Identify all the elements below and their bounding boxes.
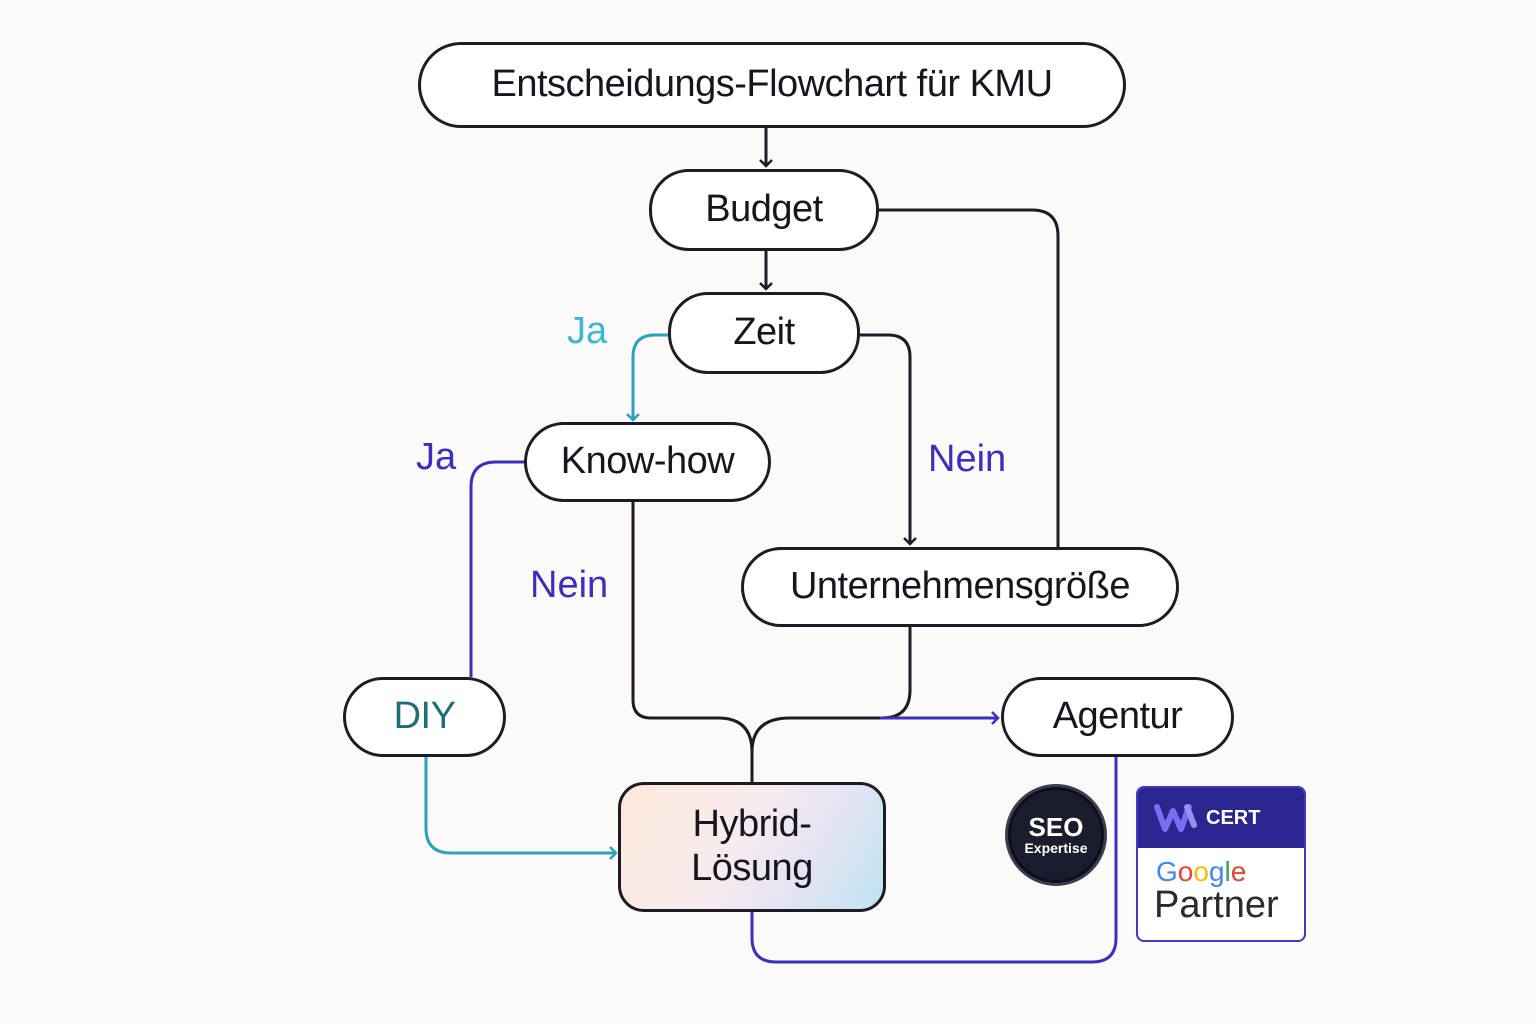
- edge-knowhow-hybrid: [631, 502, 754, 782]
- page-title: Entscheidungs-Flowchart für KMU: [418, 42, 1126, 128]
- edge-groesse-hybrid: [750, 627, 912, 753]
- google-partner-badge: CERT Google Partner: [1136, 786, 1306, 942]
- edge-zeit-groesse: [860, 333, 917, 546]
- label-zeit-ja: Ja: [567, 310, 608, 352]
- seo-badge-title: SEO: [1028, 811, 1084, 842]
- edge-knowhow-diy: [469, 460, 524, 677]
- cert-logo-icon: [1154, 804, 1197, 832]
- hybrid-line-2: Lösung: [691, 847, 813, 889]
- label-knowhow-nein: Nein: [530, 564, 609, 606]
- node-zeit: Zeit: [668, 292, 860, 374]
- seo-expertise-badge: SEO Expertise: [1005, 784, 1107, 886]
- node-diy: DIY: [343, 677, 506, 757]
- edge-zeit-knowhow: [626, 333, 668, 422]
- edge-diy-hybrid: [424, 757, 618, 860]
- edge-hybrid-agentur-loop: [750, 757, 1118, 964]
- node-hybrid-loesung: Hybrid- Lösung: [618, 782, 886, 912]
- node-agentur: Agentur: [1001, 677, 1234, 757]
- google-wordmark-text: Google: [1156, 856, 1247, 887]
- cert-header: CERT: [1138, 788, 1304, 848]
- hybrid-line-1: Hybrid-: [692, 803, 812, 846]
- seo-badge-subtitle: Expertise: [1024, 839, 1088, 856]
- node-budget: Budget: [649, 169, 879, 251]
- node-unternehmensgroesse: Unternehmensgröße: [741, 547, 1179, 627]
- partner-label: Partner: [1154, 884, 1279, 926]
- google-wordmark: Google: [1156, 858, 1304, 886]
- label-zeit-nein: Nein: [928, 438, 1007, 480]
- node-know-how: Know-how: [524, 422, 771, 502]
- label-knowhow-ja: Ja: [416, 436, 457, 478]
- edge-budget-groesse: [879, 208, 1060, 547]
- cert-label: CERT: [1206, 806, 1261, 829]
